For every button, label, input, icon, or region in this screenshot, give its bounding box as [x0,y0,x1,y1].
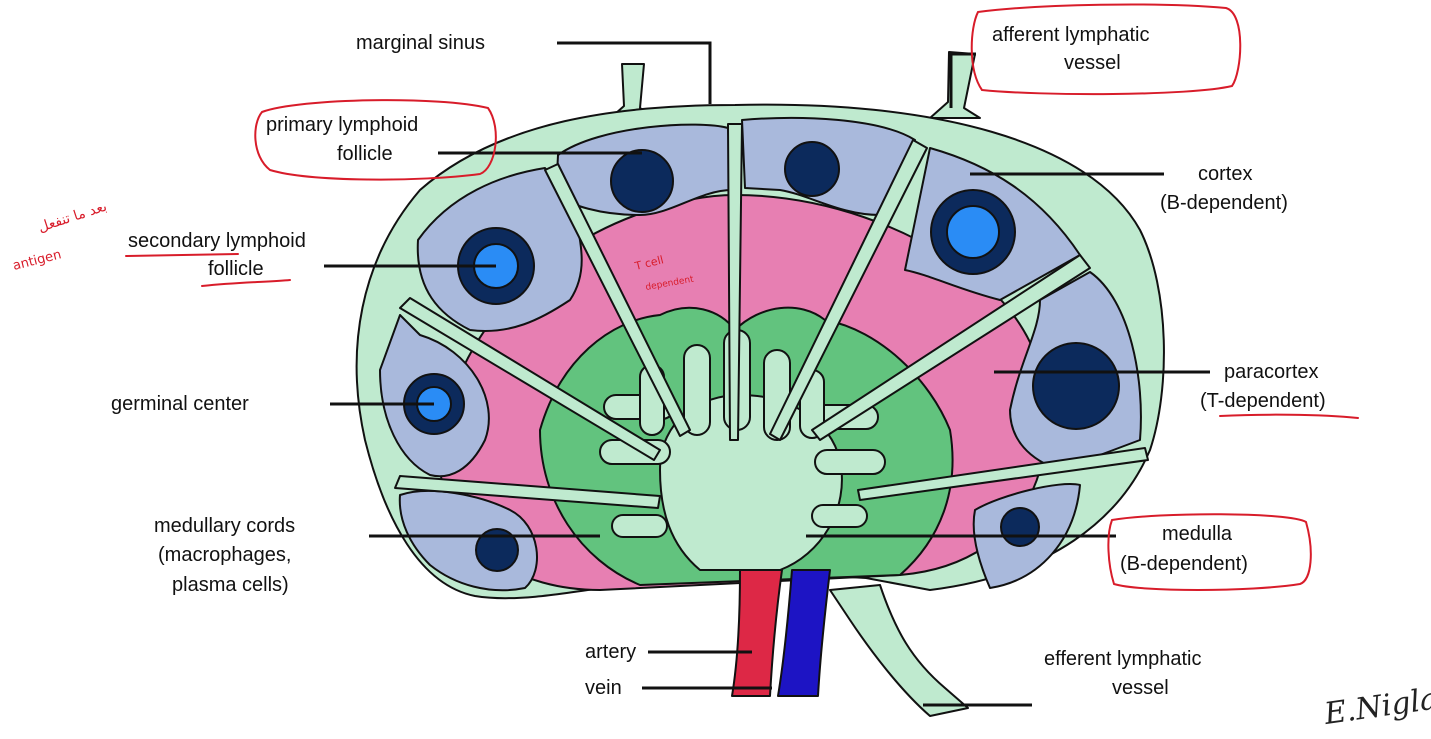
vein [778,570,830,696]
note-antigen: antigen [11,247,63,274]
label-medulla: (B-dependent) [1120,553,1248,575]
note-arabic: بعد ما تنفعل [36,199,109,236]
label-primary-follicle: follicle [337,143,393,165]
label-secondary-follicle: secondary lymphoid [128,230,306,252]
secondary-underline [126,254,238,256]
label-cortex: cortex [1198,163,1252,185]
label-cortex: (B-dependent) [1160,192,1288,214]
label-primary-follicle: primary lymphoid [266,114,418,136]
label-afferent-vessel: vessel [1064,52,1121,74]
label-efferent-vessel: efferent lymphatic [1044,648,1202,670]
germinal-center [947,206,999,258]
primary-follicle [611,150,673,212]
label-paracortex: paracortex [1224,361,1319,383]
label-medulla: medulla [1162,523,1233,545]
primary-follicle [1001,508,1039,546]
afferent-vessel-circle [972,5,1241,95]
primary-follicle [785,142,839,196]
label-marginal-sinus: marginal sinus [356,32,485,54]
label-artery: artery [585,641,636,663]
label-medullary-cords: (macrophages, [158,544,291,566]
signature: E.Niglar [1321,679,1431,732]
artery [732,570,782,696]
label-vein: vein [585,677,622,699]
label-germinal-center: germinal center [111,393,249,415]
dependent-underline [1220,415,1358,418]
label-efferent-vessel: vessel [1112,677,1169,699]
efferent-vessel [830,585,968,716]
label-paracortex: (T-dependent) [1200,390,1326,412]
label-medullary-cords: medullary cords [154,515,295,537]
primary-follicle [1033,343,1119,429]
label-secondary-follicle: follicle [208,258,264,280]
label-afferent-vessel: afferent lymphatic [992,24,1150,46]
label-medullary-cords: plasma cells) [172,574,289,596]
follicle-underline [202,280,290,286]
